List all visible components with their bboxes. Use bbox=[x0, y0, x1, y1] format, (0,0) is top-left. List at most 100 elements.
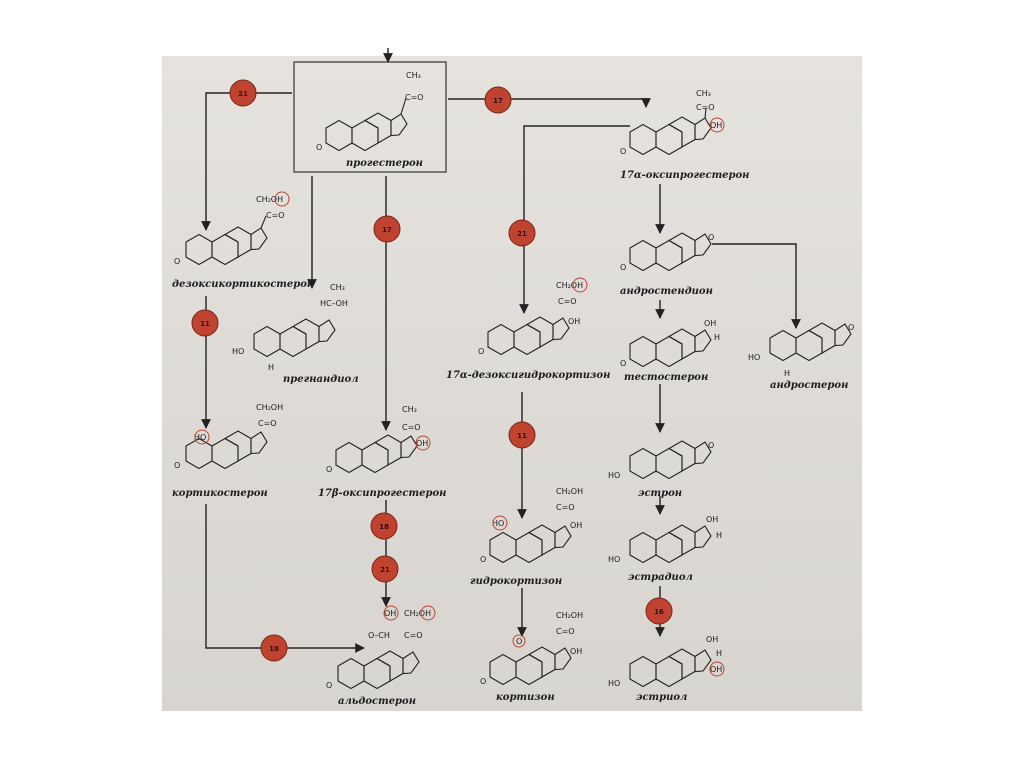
o-highlight-circle bbox=[512, 634, 526, 648]
svg-text:HO: HO bbox=[232, 347, 244, 356]
pathway-arrows bbox=[201, 48, 801, 653]
label-oxyprogesterone-17a: 17α-оксипрогестерон bbox=[620, 170, 749, 181]
svg-text:11: 11 bbox=[200, 320, 210, 328]
svg-text:18: 18 bbox=[379, 523, 389, 531]
svg-text:OH: OH bbox=[570, 521, 582, 530]
svg-text:H: H bbox=[784, 369, 790, 378]
svg-text:H: H bbox=[716, 649, 722, 658]
svg-text:OH: OH bbox=[706, 515, 718, 524]
androsterone-structure: O HO H bbox=[748, 322, 854, 378]
svg-text:C=O: C=O bbox=[404, 631, 423, 640]
svg-text:C=O: C=O bbox=[696, 103, 715, 112]
label-hydrocortisone: гидрокортизон bbox=[470, 576, 562, 587]
svg-text:CH₂OH: CH₂OH bbox=[256, 195, 283, 204]
svg-text:CH₂OH: CH₂OH bbox=[256, 403, 283, 412]
cortisone-structure: CH₂OH C=O OH O O bbox=[480, 611, 583, 686]
svg-text:21: 21 bbox=[517, 230, 527, 238]
hydrocortisone-structure: CH₂OH C=O OH HO O bbox=[480, 487, 583, 564]
deoxycorticosterone-structure: CH₂OH C=O O bbox=[174, 191, 290, 266]
oxyprogesterone-17a-structure: CH₃ C=O OH O bbox=[620, 89, 725, 156]
svg-text:CH₂OH: CH₂OH bbox=[404, 609, 431, 618]
svg-text:CH₂OH: CH₂OH bbox=[556, 611, 583, 620]
svg-text:OH: OH bbox=[710, 665, 722, 674]
label-oxyprogesterone-17b: 17β-оксипрогестерон bbox=[318, 488, 446, 499]
enzyme-21-ald: 21 bbox=[371, 555, 399, 583]
svg-text:C=O: C=O bbox=[558, 297, 577, 306]
svg-text:17: 17 bbox=[382, 226, 392, 234]
svg-text:H: H bbox=[716, 531, 722, 540]
enzyme-17-down: 17 bbox=[373, 215, 401, 243]
svg-text:O–CH: O–CH bbox=[368, 631, 390, 640]
enzyme-18-left: 18 bbox=[260, 634, 288, 662]
svg-text:O: O bbox=[174, 461, 180, 470]
svg-text:H: H bbox=[714, 333, 720, 342]
svg-text:CH₃: CH₃ bbox=[406, 71, 421, 80]
svg-text:OH: OH bbox=[570, 647, 582, 656]
progesterone-structure: CH₃ C=O O bbox=[316, 71, 424, 152]
pregnanediol-structure: CH₃ HC–OH HO H bbox=[232, 283, 348, 372]
arrow-corticosterone-to-aldosterone bbox=[205, 504, 365, 653]
oh-highlight-circle bbox=[709, 661, 725, 677]
estrone-structure: O HO bbox=[608, 440, 714, 480]
svg-text:O: O bbox=[516, 637, 522, 646]
label-estradiol: эстрадиол bbox=[628, 572, 693, 583]
svg-text:O: O bbox=[620, 147, 626, 156]
oh-highlight-circle bbox=[572, 277, 588, 293]
svg-text:21: 21 bbox=[380, 566, 390, 574]
enzyme-21-mid: 21 bbox=[508, 219, 536, 247]
estriol-structure: OH H OH HO bbox=[608, 635, 725, 688]
svg-text:HO: HO bbox=[194, 433, 206, 442]
androstenedione-structure: O O bbox=[620, 232, 714, 272]
svg-text:HO: HO bbox=[492, 519, 504, 528]
svg-text:O: O bbox=[316, 143, 322, 152]
svg-text:O: O bbox=[480, 555, 486, 564]
oh-highlight-circle bbox=[415, 435, 431, 451]
svg-text:HO: HO bbox=[748, 353, 760, 362]
estradiol-structure: OH H HO bbox=[608, 515, 722, 564]
svg-text:OH: OH bbox=[704, 319, 716, 328]
svg-text:O: O bbox=[174, 257, 180, 266]
svg-text:HO: HO bbox=[608, 679, 620, 688]
svg-text:17: 17 bbox=[493, 97, 503, 105]
label-estriol: эстриол bbox=[636, 692, 687, 703]
oh-highlight-circle bbox=[194, 429, 210, 445]
svg-text:O: O bbox=[708, 233, 714, 242]
oh-highlight-circle bbox=[383, 605, 399, 621]
svg-text:11: 11 bbox=[517, 432, 527, 440]
enzyme-21-top: 21 bbox=[229, 79, 257, 107]
label-deoxycorticosterone: дезоксикортикостерон bbox=[172, 279, 314, 290]
svg-text:OH: OH bbox=[706, 635, 718, 644]
oxyprogesterone-17b-structure: CH₃ C=O OH O bbox=[326, 405, 431, 474]
svg-text:C=O: C=O bbox=[556, 627, 575, 636]
compound-labels: прогестерон 17α-оксипрогестерон дезоксик… bbox=[172, 158, 848, 707]
arrow-androstenedione-to-androsterone bbox=[712, 243, 801, 329]
svg-text:OH: OH bbox=[416, 439, 428, 448]
svg-text:CH₂OH: CH₂OH bbox=[556, 487, 583, 496]
corticosterone-structure: CH₂OH C=O HO O bbox=[174, 403, 283, 470]
arrow-progesterone-to-deoxycorticosterone bbox=[201, 92, 292, 231]
svg-text:CH₂OH: CH₂OH bbox=[556, 281, 583, 290]
svg-text:HC–OH: HC–OH bbox=[320, 299, 348, 308]
oh-highlight-circle bbox=[492, 515, 508, 531]
diagram-photo-background bbox=[162, 56, 862, 711]
svg-text:O: O bbox=[620, 359, 626, 368]
svg-text:O: O bbox=[708, 441, 714, 450]
enzyme-markers: 21 17 17 21 11 11 18 21 bbox=[191, 79, 673, 662]
label-androsterone: андростерон bbox=[770, 380, 848, 391]
aldosterone-structure: OH CH₂OH O–CH C=O O bbox=[326, 605, 436, 690]
svg-text:OH: OH bbox=[384, 609, 396, 618]
svg-text:CH₃: CH₃ bbox=[696, 89, 711, 98]
svg-text:C=O: C=O bbox=[266, 211, 285, 220]
enzyme-17-right: 17 bbox=[484, 86, 512, 114]
svg-text:HO: HO bbox=[608, 471, 620, 480]
label-testosterone: тестостерон bbox=[624, 372, 708, 383]
enzyme-11-left: 11 bbox=[191, 309, 219, 337]
svg-text:16: 16 bbox=[654, 608, 664, 616]
svg-text:O: O bbox=[480, 677, 486, 686]
label-cortisone: кортизон bbox=[496, 692, 555, 703]
svg-text:OH: OH bbox=[568, 317, 580, 326]
testosterone-structure: OH H O bbox=[620, 319, 720, 368]
oh-highlight-circle bbox=[420, 605, 436, 621]
svg-text:O: O bbox=[478, 347, 484, 356]
